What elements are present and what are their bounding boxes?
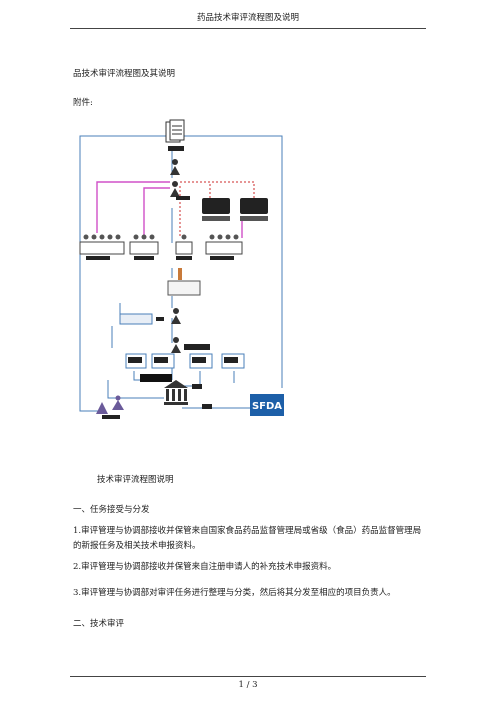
review-boxes <box>125 344 245 382</box>
page-footer: 1 / 3 <box>70 676 426 693</box>
label-box <box>176 196 190 200</box>
caption: 技术审评流程图说明 <box>97 475 174 485</box>
page-header: 药品技术审评流程图及说明 <box>70 10 426 29</box>
sfda-logo <box>250 394 284 416</box>
attachment-label: 附件: <box>73 98 93 108</box>
section1-item-3: 3.审评管理与协调部对审评任务进行整理与分类，然后将其分发至相应的项目负责人。 <box>73 588 396 598</box>
section2-heading: 二、技术审评 <box>73 619 125 629</box>
label-box <box>156 317 164 321</box>
document-title: 品技术审评流程图及其说明 <box>73 69 176 79</box>
page-number: 1 / 3 <box>238 680 258 690</box>
section1-heading: 一、任务接受与分发 <box>73 505 150 515</box>
sfda-logo-text: SFDA <box>252 401 282 412</box>
applicant-group-icon <box>96 395 124 414</box>
coordinator-figure-icon <box>171 308 181 353</box>
building-icon <box>164 380 188 405</box>
section1-item-1: 1.审评管理与协调部接收并保管来自国家食品药品监督管理局或省级（食品）药品监督管… <box>73 526 422 551</box>
label-box <box>102 415 120 419</box>
header-title: 药品技术审评流程图及说明 <box>196 13 299 23</box>
expert-group-icon <box>202 198 268 221</box>
supplement-box <box>119 313 153 325</box>
review-flowchart: SFDA <box>72 118 304 420</box>
document-stack-icon <box>165 119 185 143</box>
section1-item-2: 2.审评管理与协调部接收并保管来自注册申请人的补充技术申报资料。 <box>73 562 337 572</box>
reviewer-groups <box>79 234 243 260</box>
coordinator-figure-icon <box>170 159 180 197</box>
label-box <box>192 384 202 389</box>
magenta-connectors <box>96 181 243 238</box>
label-box <box>168 146 184 151</box>
label-box <box>178 268 182 280</box>
red-connectors <box>179 181 255 238</box>
approval-box <box>167 280 201 296</box>
label-box <box>202 404 212 409</box>
flowchart-svg: SFDA <box>79 119 284 419</box>
